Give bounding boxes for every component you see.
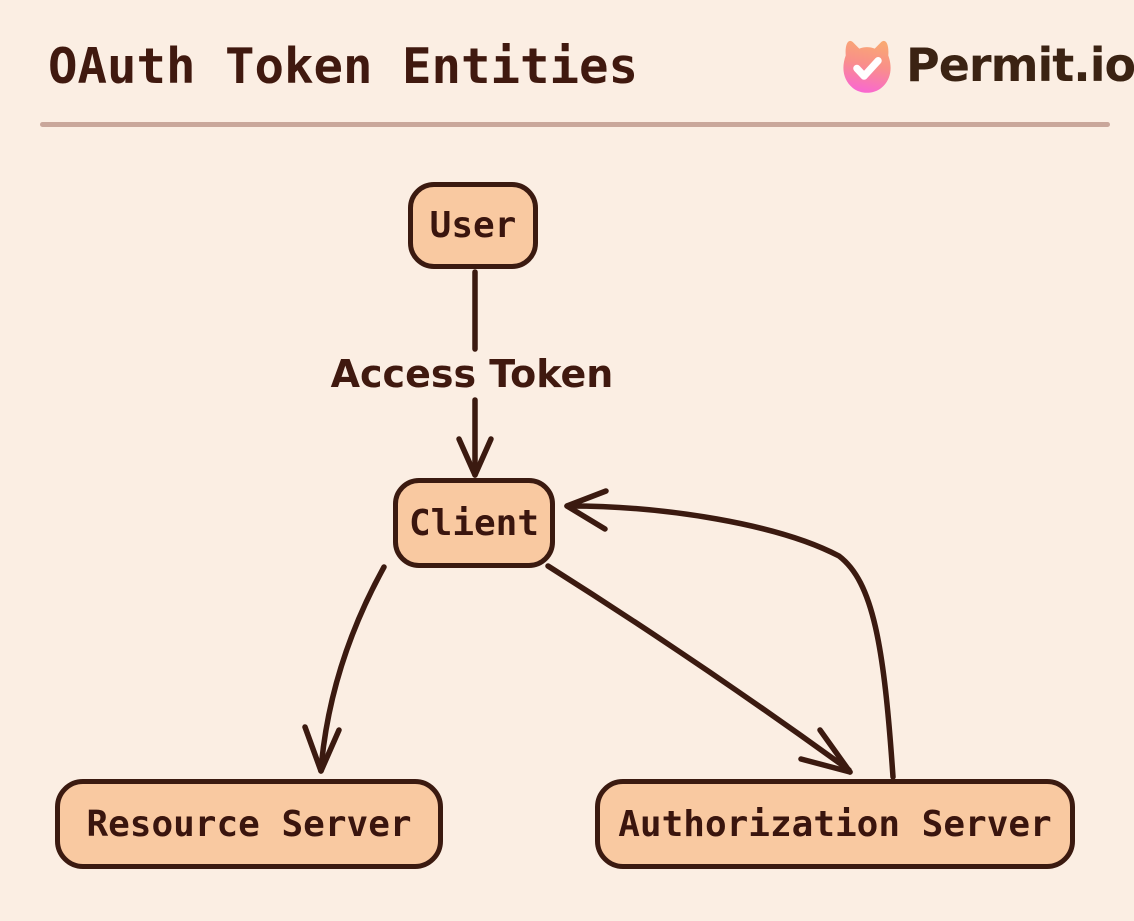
edge-client-to-authorization-server (545, 563, 853, 775)
permit-io-icon (843, 40, 891, 93)
node-authorization-server: Authorization Server (595, 779, 1075, 869)
brand-logo: Permit.io (838, 34, 1134, 96)
edge-authorization-server-to-client (564, 488, 896, 780)
edge-client-to-resource-server (302, 564, 387, 774)
edge-user-to-client (456, 269, 494, 478)
page-title: OAuth Token Entities (48, 38, 639, 95)
node-client: Client (393, 478, 555, 568)
node-resource-server: Resource Server (55, 779, 443, 869)
node-user: User (408, 182, 538, 269)
header-divider (40, 122, 1110, 127)
brand-name: Permit.io (906, 38, 1134, 92)
edge-label-access-token: Access Token (330, 352, 614, 396)
